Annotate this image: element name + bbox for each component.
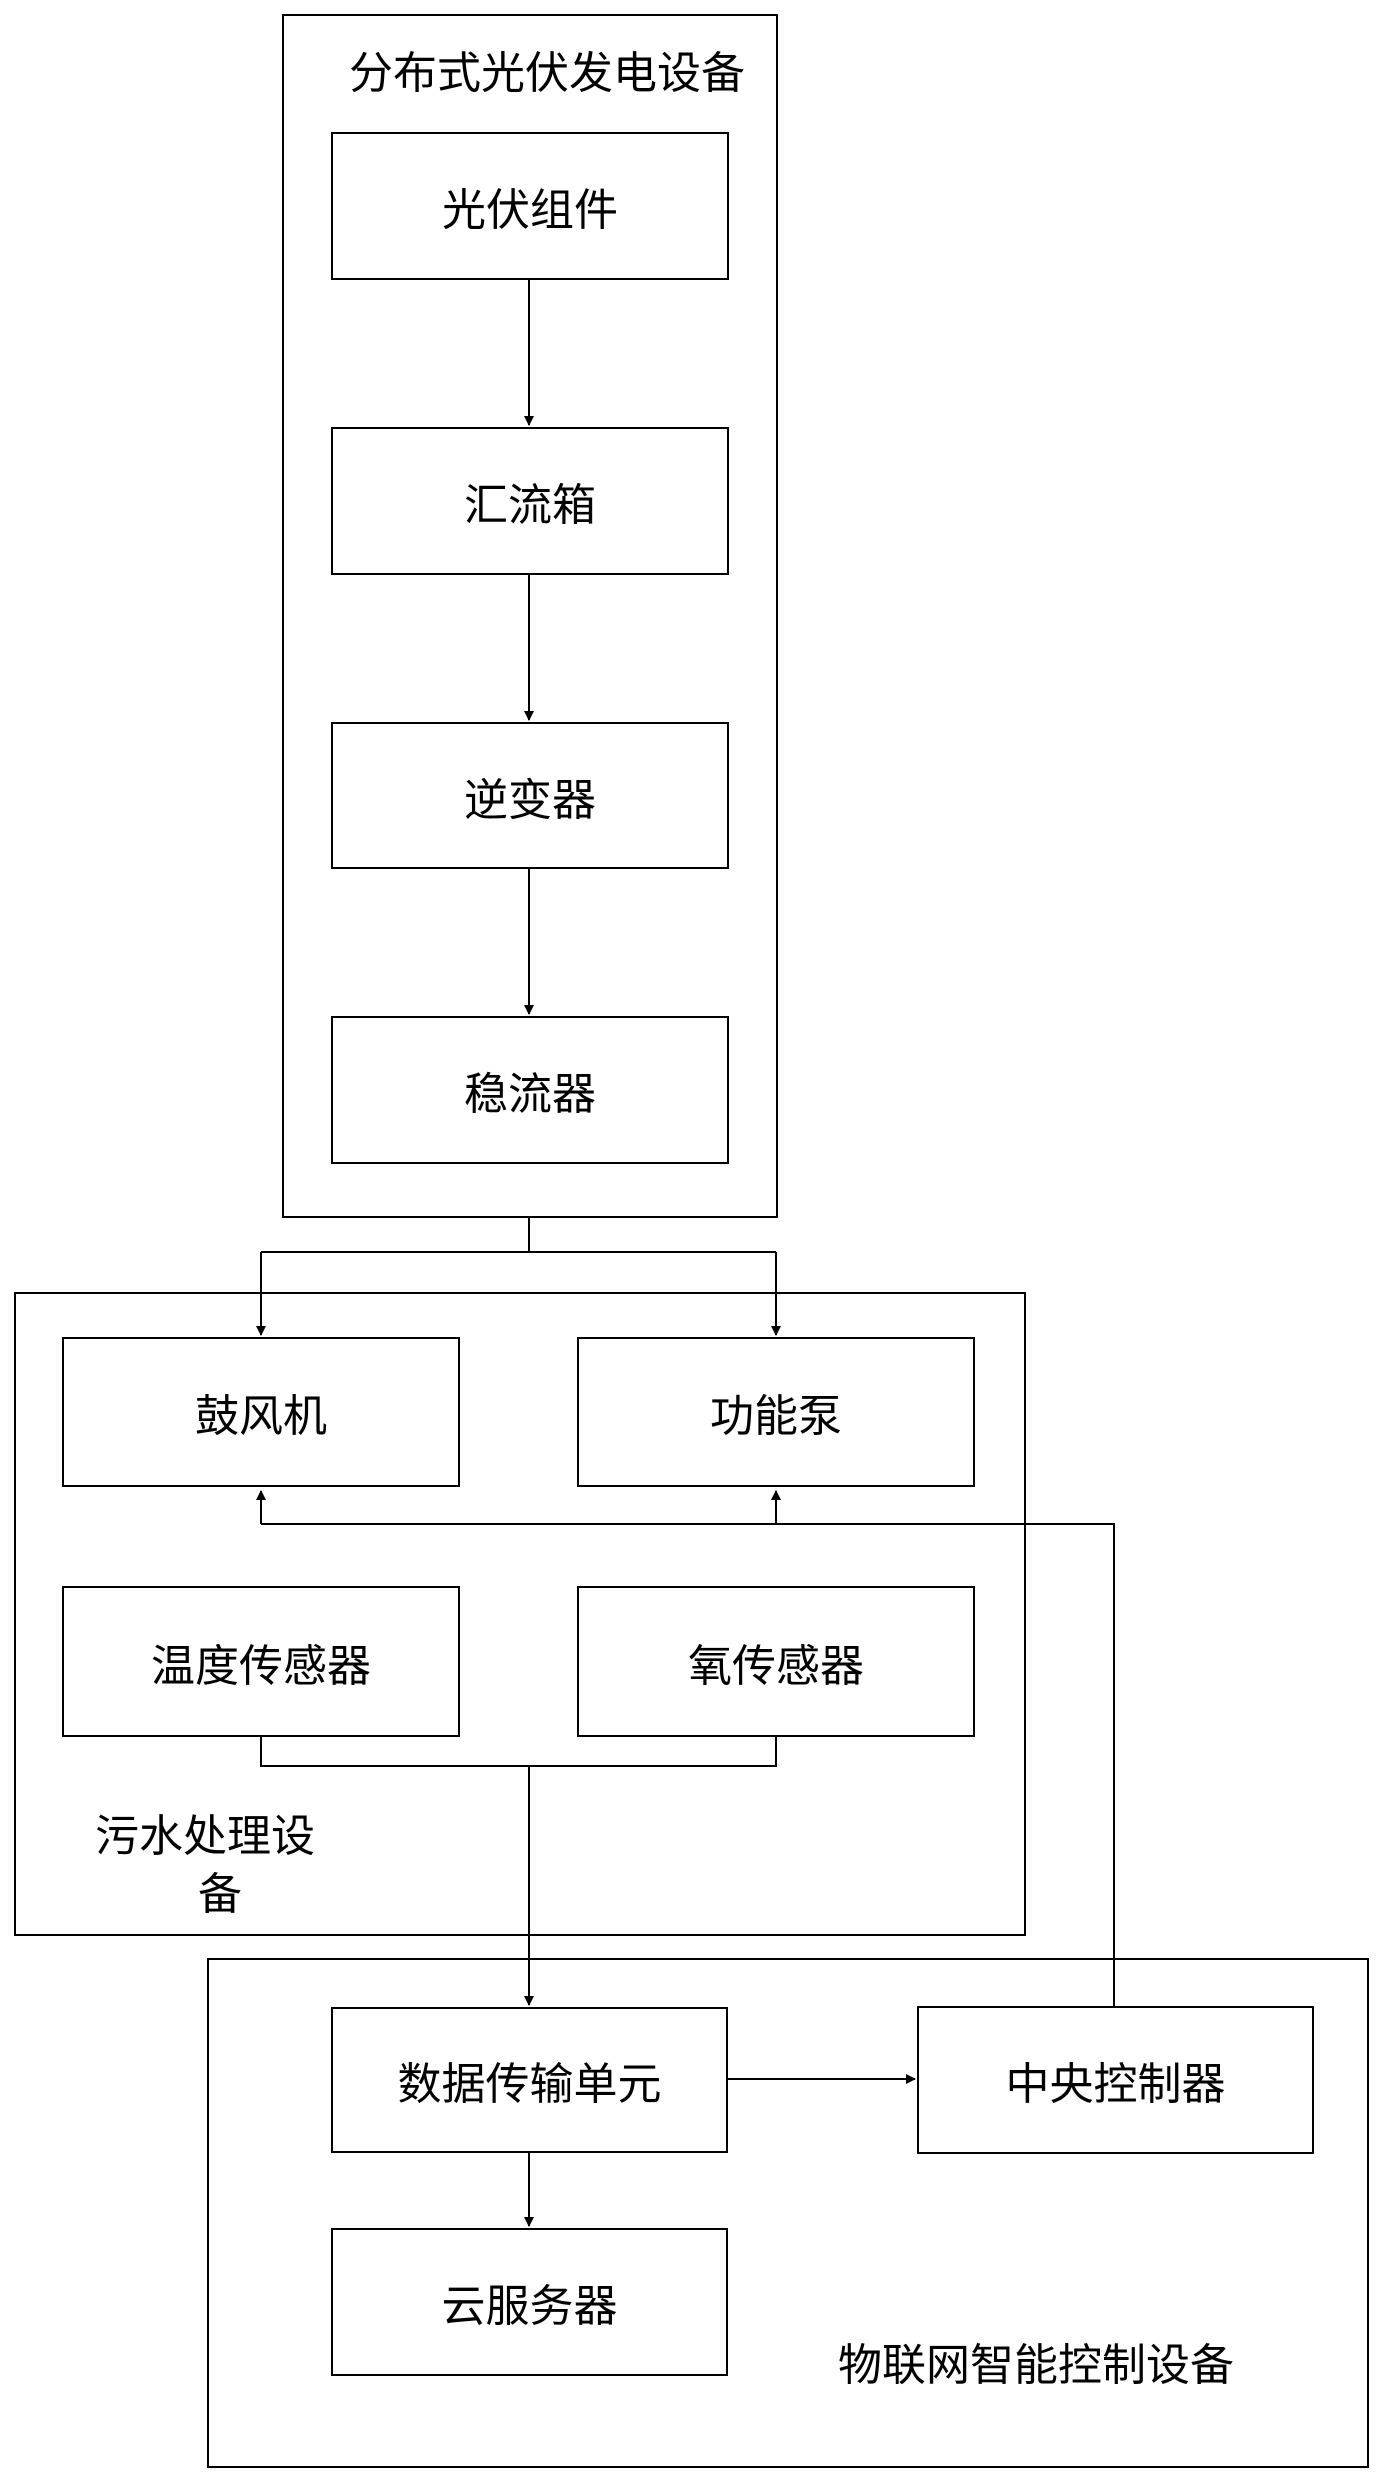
line-sensors-join [260, 1737, 777, 1767]
node-function-pump: 功能泵 [577, 1337, 975, 1487]
group-iot-equipment [207, 1958, 1369, 2468]
node-blower: 鼓风机 [62, 1337, 460, 1487]
node-data-transmission-unit: 数据传输单元 [331, 2007, 728, 2153]
node-inverter: 逆变器 [331, 722, 729, 869]
node-central-controller: 中央控制器 [917, 2006, 1314, 2154]
node-cloud-server: 云服务器 [331, 2228, 728, 2376]
line-controller-feedback [261, 1523, 1115, 2006]
group-label-iot: 物联网智能控制设备 [838, 2340, 1234, 2391]
node-pv-module: 光伏组件 [331, 132, 729, 280]
node-oxygen-sensor: 氧传感器 [577, 1586, 975, 1737]
node-current-stabilizer: 稳流器 [331, 1016, 729, 1164]
group-pv-equipment [282, 14, 778, 1218]
group-label-pv: 分布式光伏发电设备 [349, 48, 745, 99]
node-combiner-box: 汇流箱 [331, 427, 729, 575]
node-temperature-sensor: 温度传感器 [62, 1586, 460, 1737]
group-label-sewage-line2: 备 [198, 1869, 242, 1920]
group-label-sewage-line1: 污水处理设 [95, 1811, 315, 1862]
group-sewage-equipment [14, 1292, 1026, 1936]
